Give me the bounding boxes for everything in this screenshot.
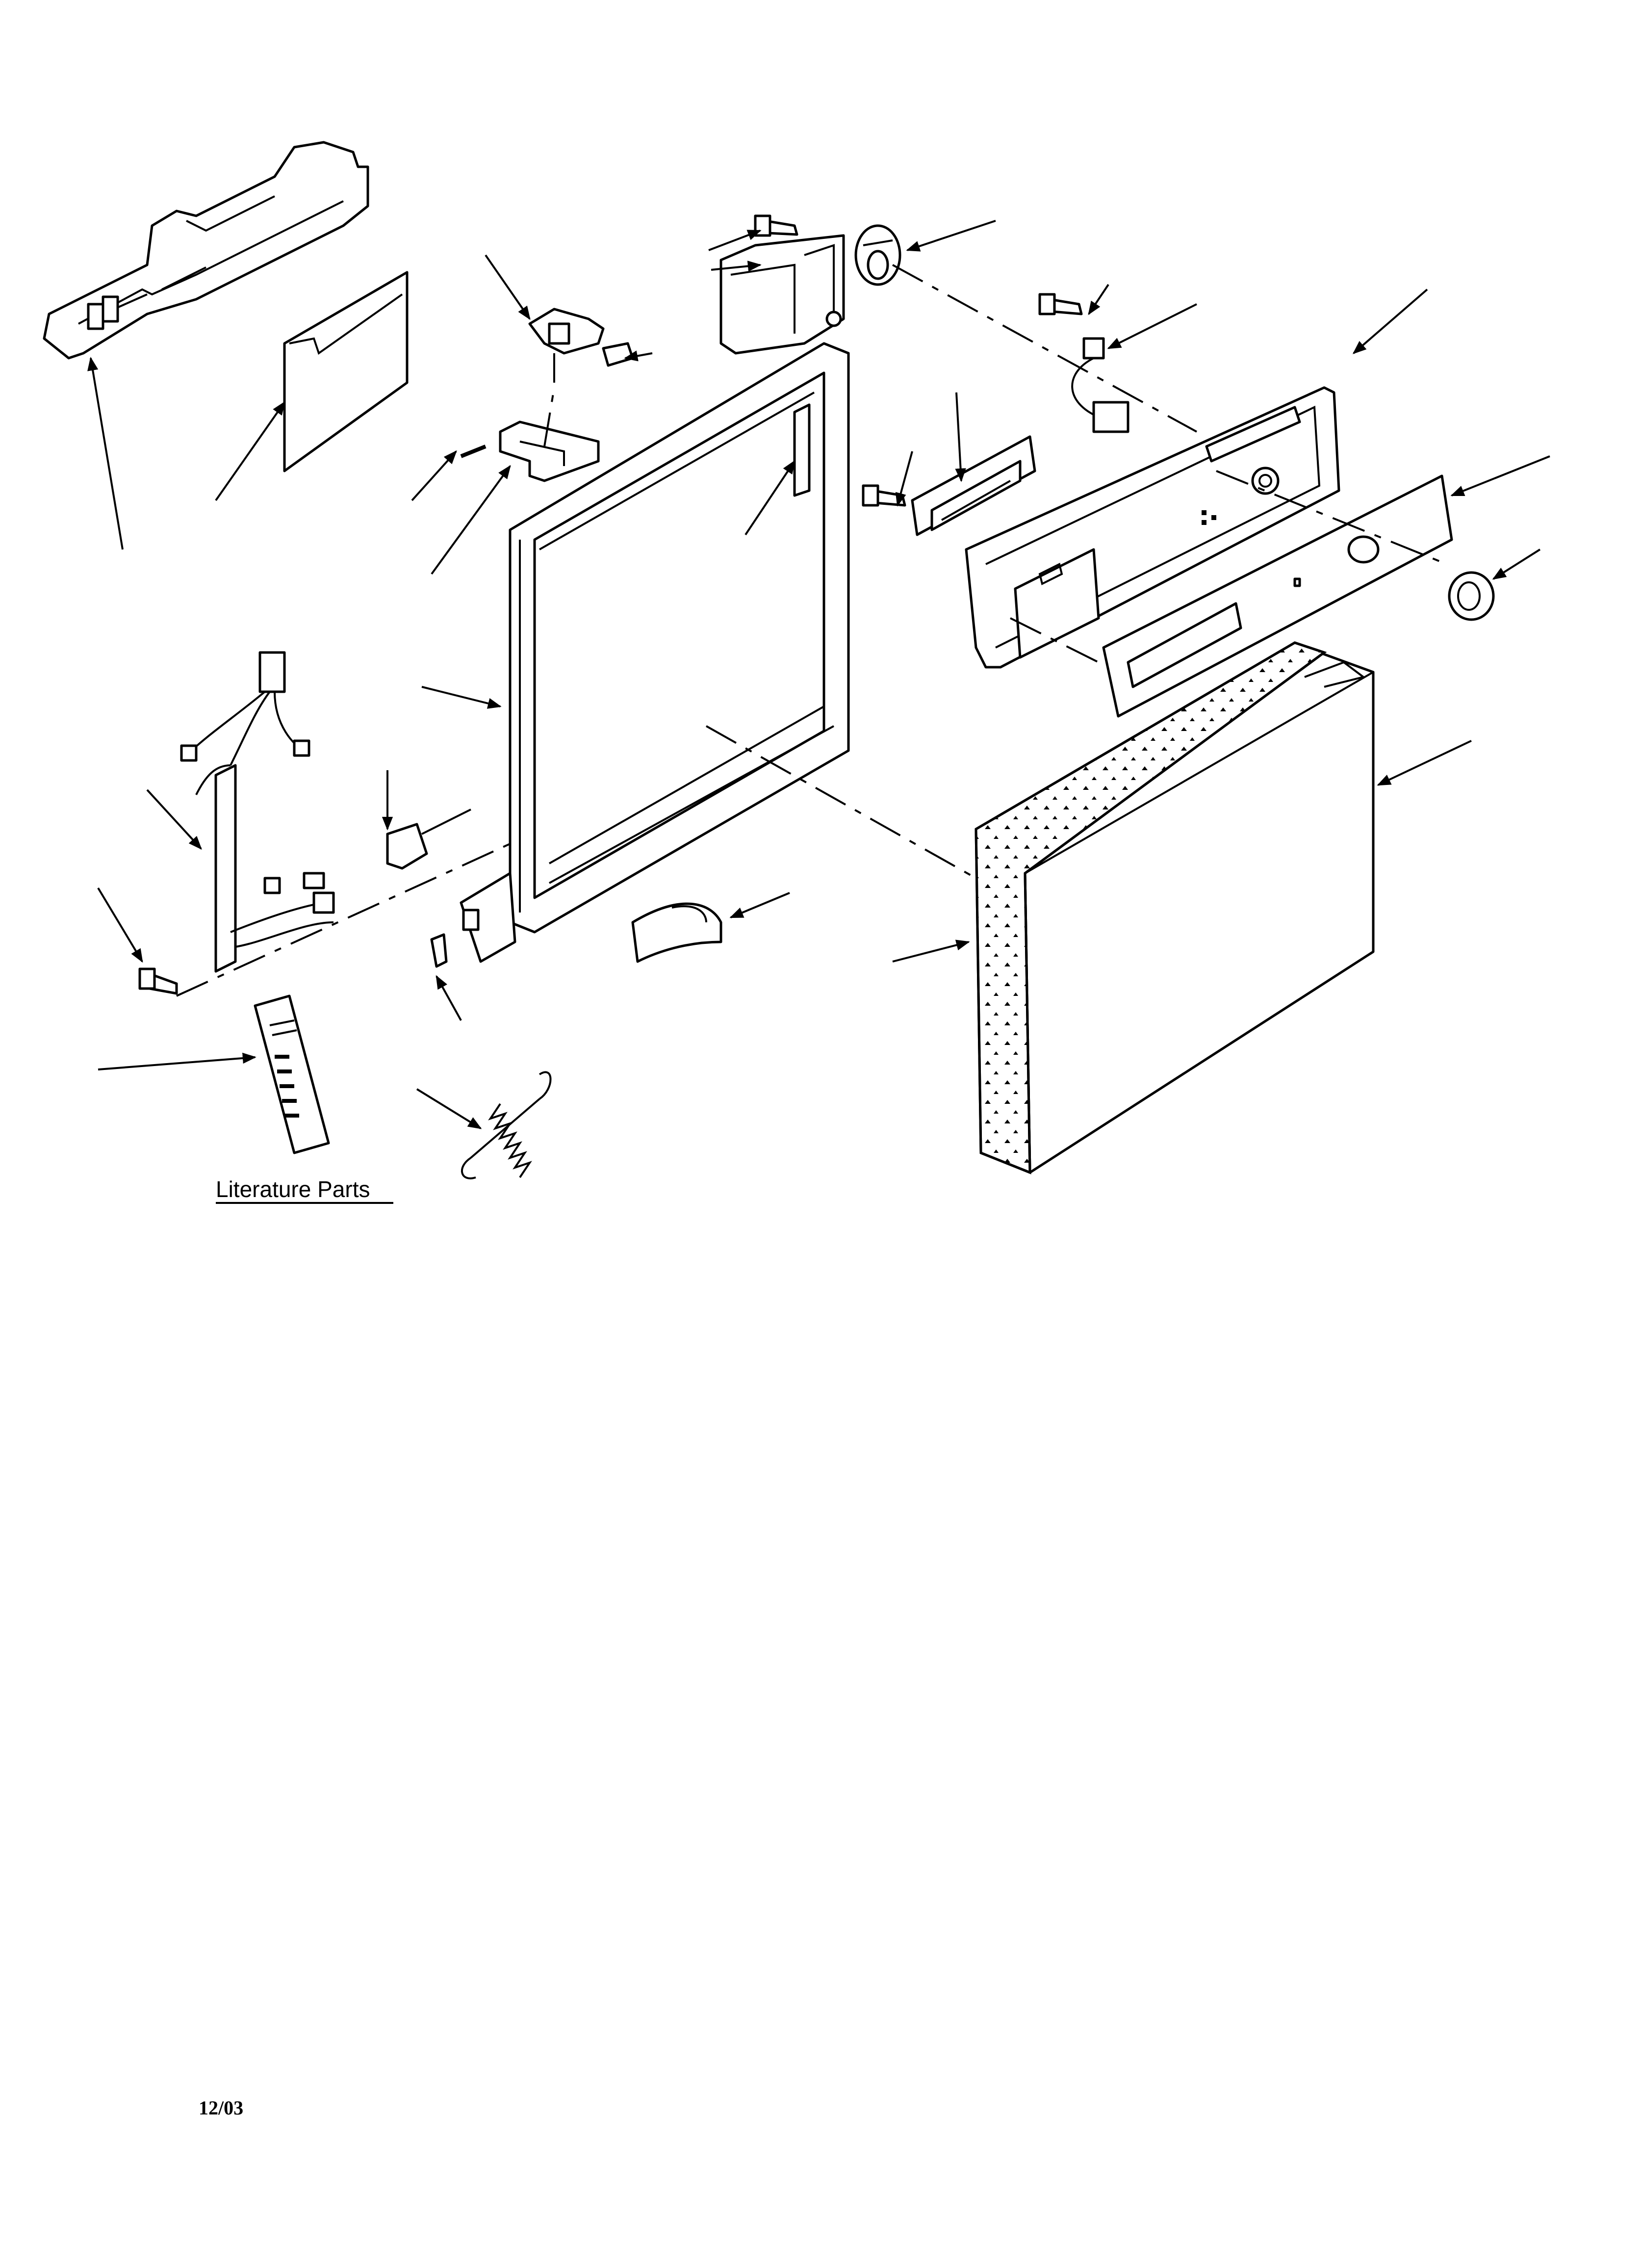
part-3-screw <box>1038 293 1083 315</box>
part-12-gasket-piece <box>460 444 487 458</box>
part-2-control-overlay <box>1102 474 1453 718</box>
part-5-timer <box>719 234 845 355</box>
part-8-door-frame <box>460 342 850 963</box>
part-21-switch-board <box>911 435 1036 536</box>
part-9-latch <box>528 308 605 383</box>
part-27-spring <box>461 1071 552 1179</box>
part-7-screw-upper <box>754 214 798 237</box>
date-code: 12/03 <box>199 2097 243 2119</box>
part-6-timer-knob <box>854 224 901 286</box>
literature-parts-caption: Literature Parts <box>216 1176 393 1204</box>
part-24-hinge-strap <box>631 902 722 963</box>
part-14-connector <box>386 808 471 870</box>
part-25-clip <box>430 933 448 968</box>
leader-lines <box>87 220 1550 1129</box>
part-23-vent-housing <box>43 141 369 360</box>
part-15-screw <box>138 967 178 995</box>
part-1-literature-card <box>254 994 330 1154</box>
literature-label: Literature Parts <box>216 1176 370 1202</box>
part-22-panel-sheet <box>283 271 409 472</box>
part-28-wire-harness <box>1071 337 1129 433</box>
part-10-latch-base <box>499 420 600 482</box>
part-17-knob <box>1448 571 1495 621</box>
part-18-insulation-pad <box>975 641 1327 1174</box>
assembly-lines <box>176 264 1447 997</box>
part-16-console-panel <box>965 386 1340 669</box>
part-11-switch <box>602 342 634 367</box>
part-13-wire-harness <box>180 651 335 973</box>
